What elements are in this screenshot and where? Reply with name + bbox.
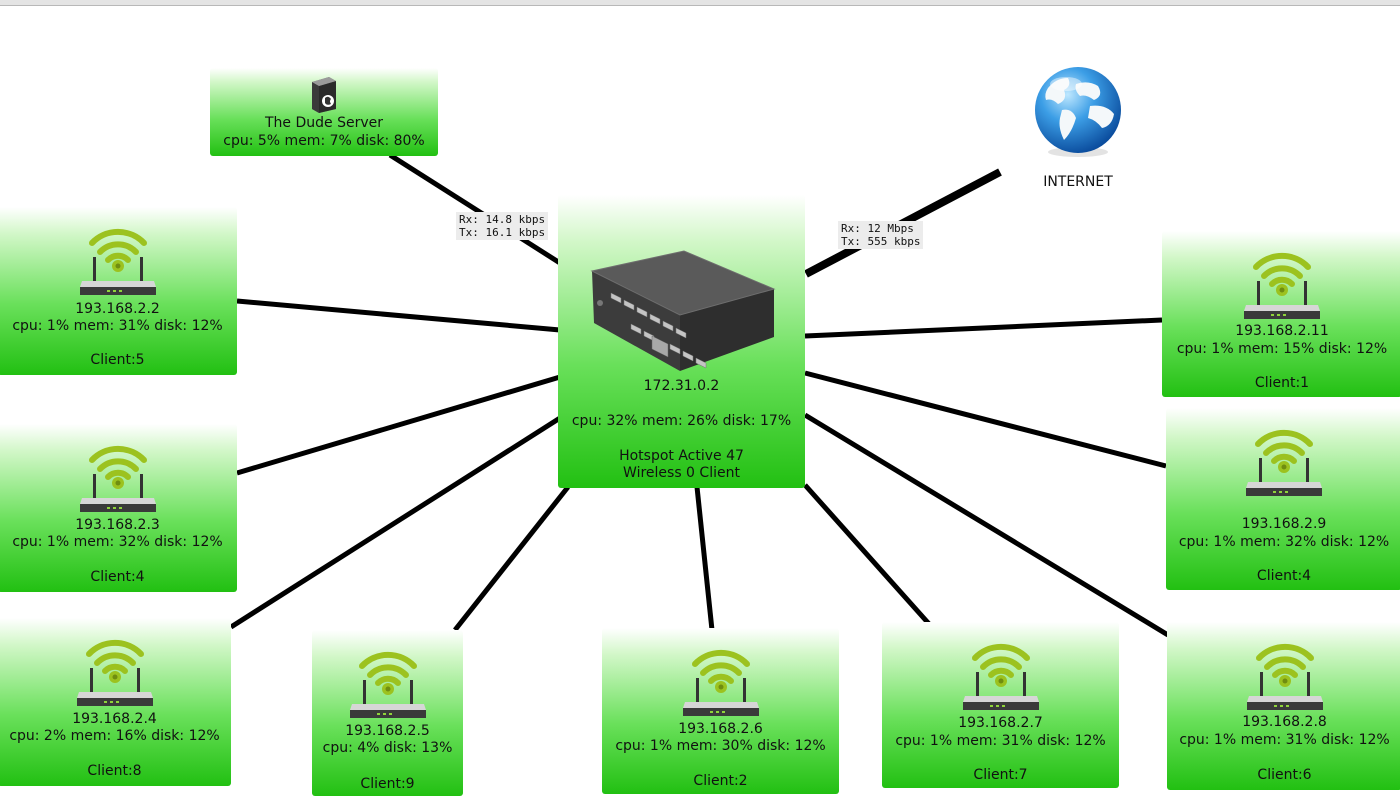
node-internet[interactable]: INTERNET [1030,66,1126,196]
device-clients: Client:7 [973,767,1028,783]
node-router-193-168-2-11[interactable]: 193.168.2.11 cpu: 1% mem: 15% disk: 12% … [1162,231,1400,397]
link-193-168-2-8[interactable] [803,412,1170,638]
device-ip: 193.168.2.7 [958,715,1043,731]
link-193-168-2-3[interactable] [236,374,561,476]
device-ip: 193.168.2.8 [1242,714,1327,730]
device-stats: cpu: 1% mem: 31% disk: 12% [895,733,1106,749]
device-clients: Client:4 [90,569,145,585]
node-router-193-168-2-5[interactable]: 193.168.2.5 cpu: 4% disk: 13% Client:9 [312,630,463,796]
link-193-168-2-5[interactable] [453,485,570,632]
device-stats: cpu: 1% mem: 32% disk: 12% [12,534,223,550]
device-ip: 193.168.2.4 [72,711,157,727]
wireless-router-icon [1244,252,1320,319]
internet-label: INTERNET [1043,174,1113,190]
hub-ip: 172.31.0.2 [643,378,720,394]
node-router-193-168-2-8[interactable]: 193.168.2.8 cpu: 1% mem: 31% disk: 12% C… [1167,622,1400,790]
node-router-193-168-2-9[interactable]: 193.168.2.9 cpu: 1% mem: 32% disk: 12% C… [1166,408,1400,590]
globe-icon [1035,67,1121,157]
device-stats: cpu: 1% mem: 15% disk: 12% [1176,341,1388,357]
node-hub[interactable]: 172.31.0.2 cpu: 32% mem: 26% disk: 17% H… [558,195,805,488]
wireless-router-icon [349,651,426,718]
hub-wireless-clients: Wireless 0 Client [623,465,740,481]
node-stats: cpu: 5% mem: 7% disk: 80% [223,133,425,149]
device-stats: cpu: 2% mem: 16% disk: 12% [9,728,220,744]
network-switch-icon [590,250,776,371]
device-clients: Client:8 [87,763,142,779]
device-ip: 193.168.2.3 [75,517,160,533]
device-clients: Client:4 [1256,568,1312,584]
tx-rate: Tx: 555 kbps [841,235,921,248]
device-stats: cpu: 4% disk: 13% [322,740,453,756]
device-clients: Client:1 [1254,375,1310,391]
node-router-193-168-2-4[interactable]: 193.168.2.4 cpu: 2% mem: 16% disk: 12% C… [0,618,231,786]
node-router-193-168-2-3[interactable]: 193.168.2.3 cpu: 1% mem: 32% disk: 12% C… [0,424,237,592]
node-name: The Dude Server [264,115,383,131]
device-ip: 193.168.2.6 [678,721,763,737]
wireless-router-icon [962,643,1039,710]
link-193-168-2-9[interactable] [804,370,1167,469]
device-ip: 193.168.2.5 [345,723,430,739]
server-icon [312,77,336,113]
wireless-router-icon [682,649,759,716]
device-stats: cpu: 1% mem: 32% disk: 12% [1178,534,1390,550]
hub-hotspot-active: Hotspot Active 47 [619,448,744,464]
link-193-168-2-6[interactable] [694,486,715,631]
wireless-router-icon [76,639,153,706]
node-router-193-168-2-2[interactable]: 193.168.2.2 cpu: 1% mem: 31% disk: 12% C… [0,207,237,375]
node-dude-server[interactable]: The Dude Server cpu: 5% mem: 7% disk: 80… [210,68,438,156]
device-ip: 193.168.2.9 [1241,516,1327,532]
rx-rate: Rx: 14.8 kbps [459,213,546,226]
node-router-193-168-2-7[interactable]: 193.168.2.7 cpu: 1% mem: 31% disk: 12% C… [882,622,1119,788]
device-ip: 193.168.2.2 [75,301,160,317]
link-193-168-2-2[interactable] [236,298,561,333]
device-clients: Client:9 [360,776,415,792]
device-clients: Client:5 [90,352,145,368]
wireless-router-icon [79,445,156,512]
hub-stats: cpu: 32% mem: 26% disk: 17% [571,413,792,429]
device-clients: Client:6 [1257,767,1312,783]
wireless-router-icon [79,228,156,295]
wireless-router-icon [1246,429,1322,496]
device-stats: cpu: 1% mem: 31% disk: 12% [1179,732,1390,748]
link-server[interactable] [388,152,562,266]
window-top-bar [0,0,1400,6]
link-193-168-2-4[interactable] [229,415,562,630]
device-clients: Client:2 [693,773,748,789]
device-ip: 193.168.2.11 [1235,323,1329,339]
device-stats: cpu: 1% mem: 31% disk: 12% [12,318,223,334]
rx-rate: Rx: 12 Mbps [841,222,914,235]
wireless-router-icon [1246,643,1323,710]
tx-rate: Tx: 16.1 kbps [459,226,546,239]
node-router-193-168-2-6[interactable]: 193.168.2.6 cpu: 1% mem: 30% disk: 12% C… [602,628,839,794]
device-stats: cpu: 1% mem: 30% disk: 12% [615,738,826,754]
link-193-168-2-11[interactable] [804,317,1163,339]
link-193-168-2-7[interactable] [803,483,932,627]
